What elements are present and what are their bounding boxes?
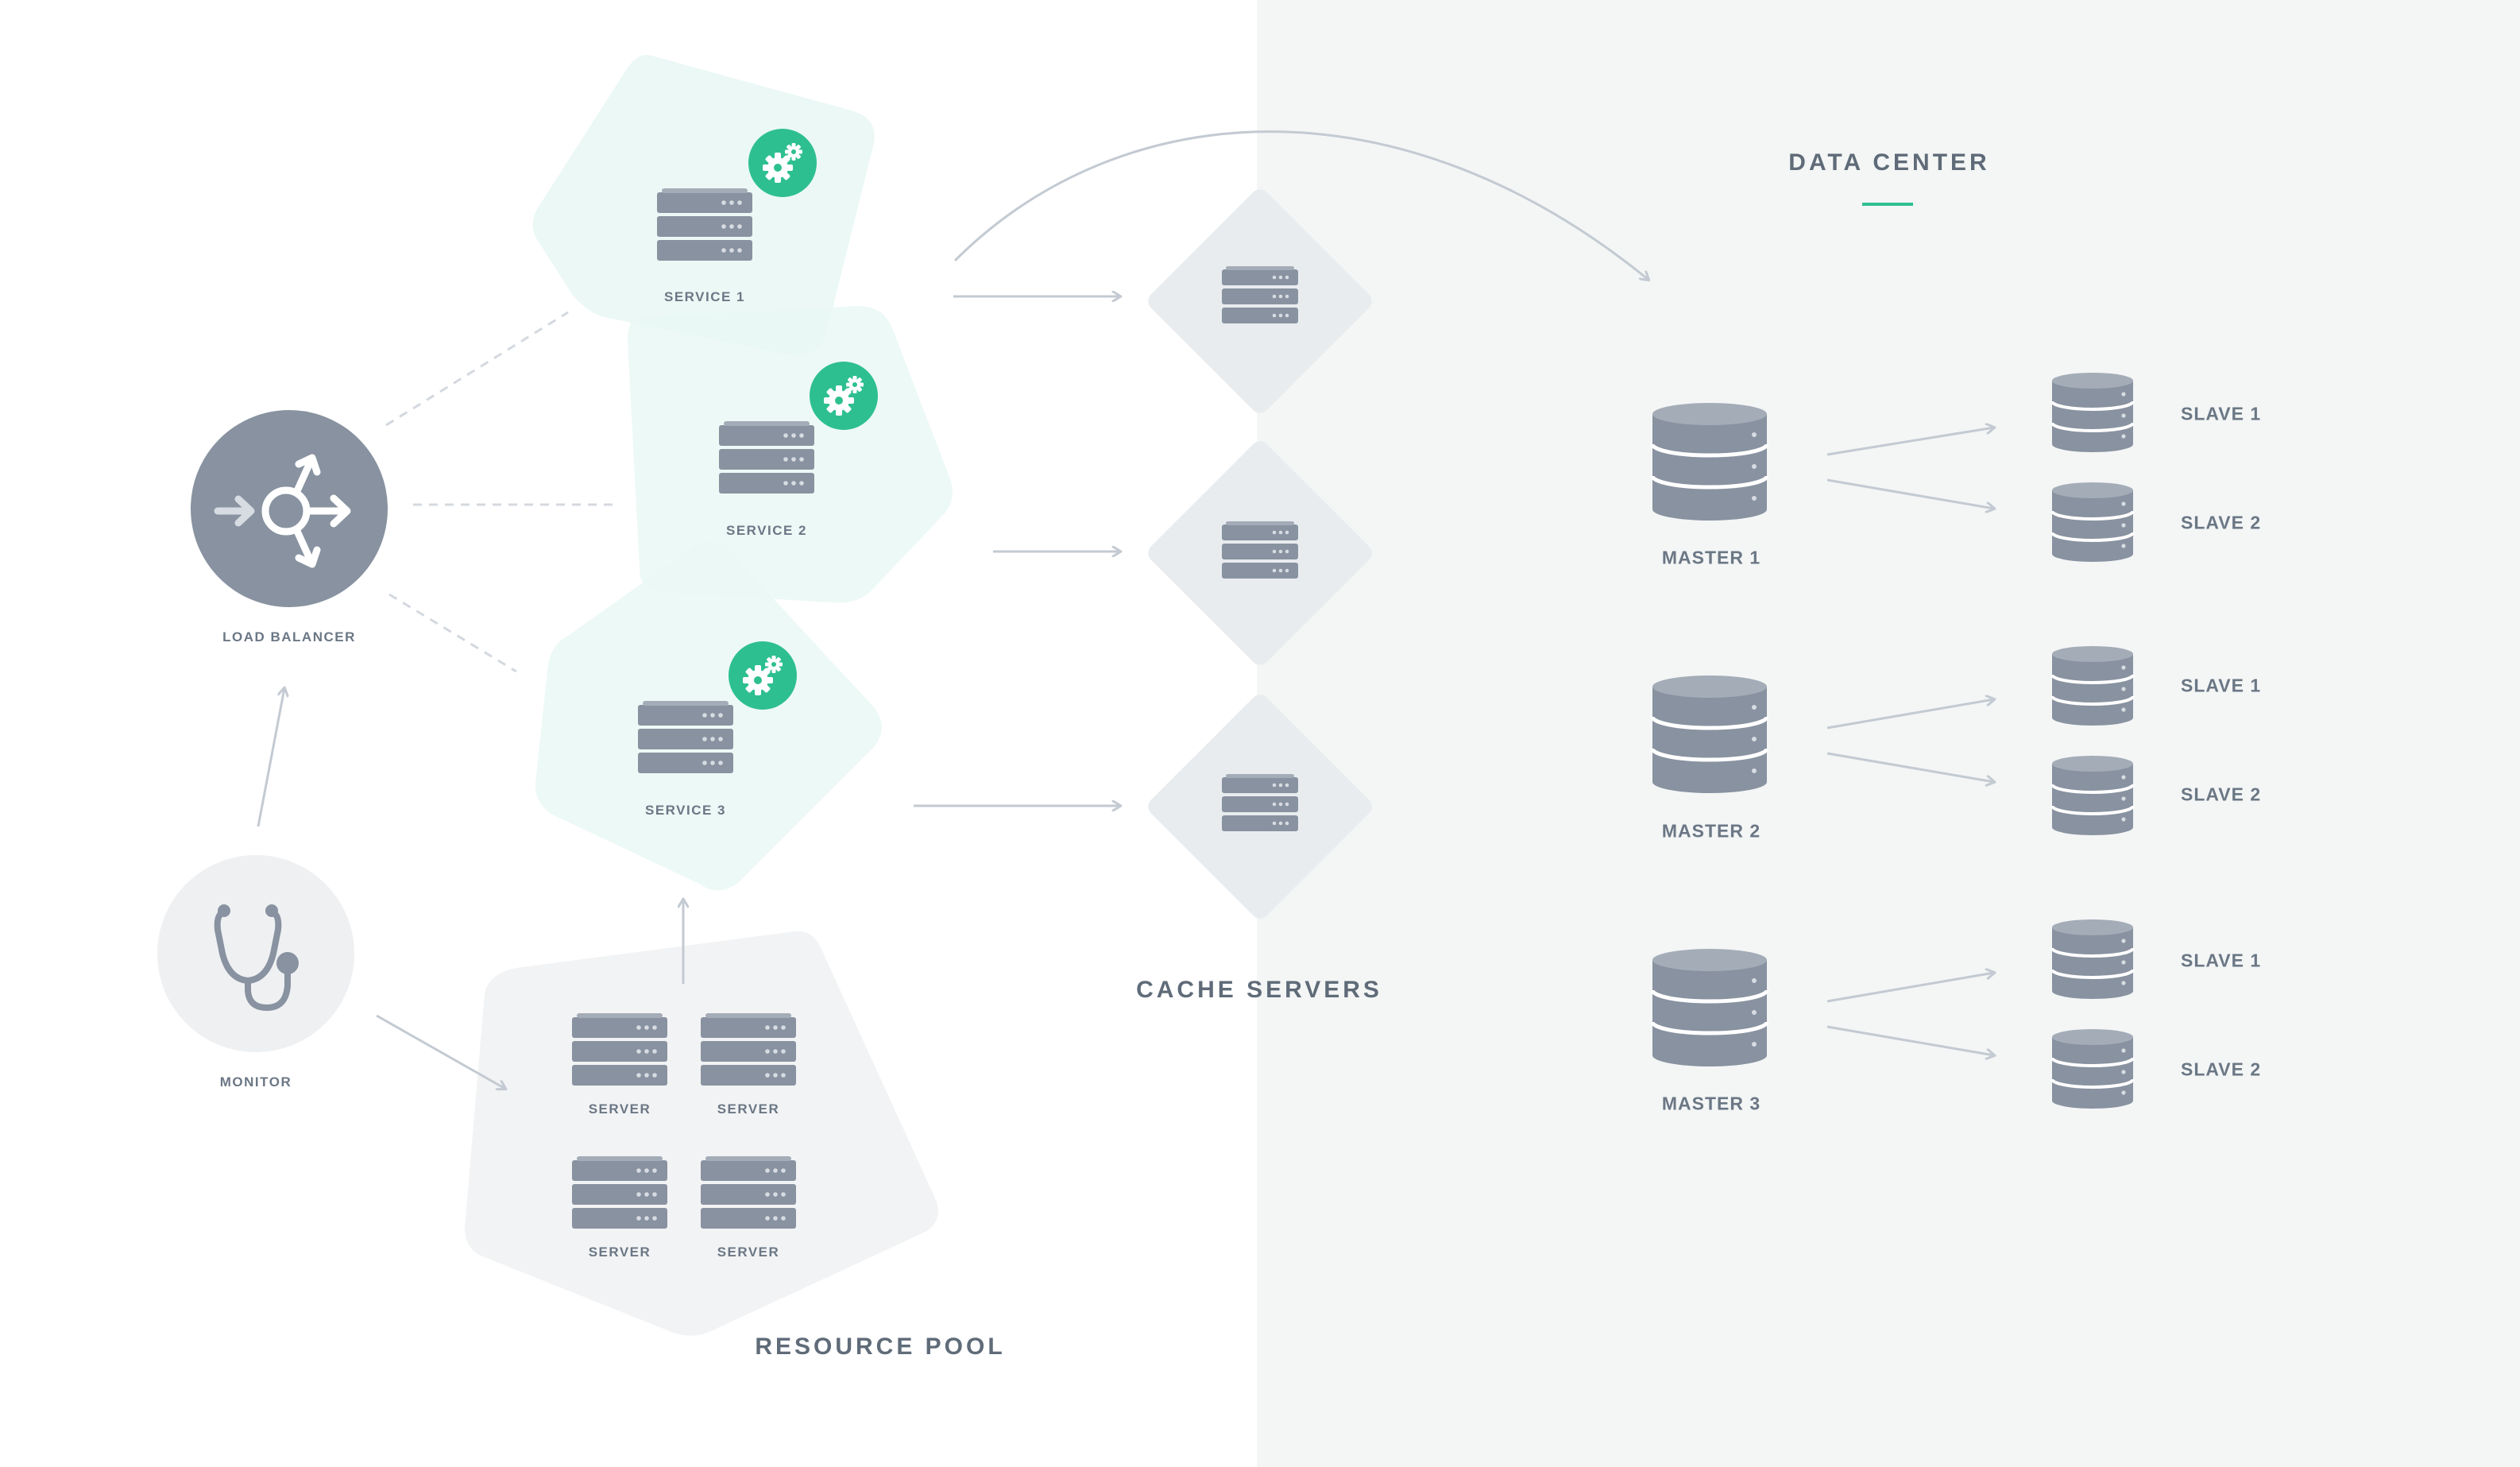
data-center-panel (1257, 0, 2520, 1467)
master-3-slave-1-database-icon[interactable] (2050, 918, 2135, 1001)
monitor-node[interactable] (157, 855, 354, 1052)
service-1-label: SERVICE 1 (663, 289, 746, 304)
master-2-slave-1-database-icon[interactable] (2050, 644, 2135, 727)
service-3-gears-icon (729, 641, 797, 710)
pool-server-4-label: SERVER (717, 1244, 780, 1260)
master-1-slave-2-label: SLAVE 2 (2181, 512, 2262, 533)
arrow-monitor-to-pool (376, 1014, 505, 1089)
service-2-rack-icon (719, 421, 814, 494)
service-1-gears-icon (748, 129, 817, 197)
master-1-slave-1-label: SLAVE 1 (2181, 403, 2262, 424)
master-3-slave-2-label: SLAVE 2 (2181, 1059, 2262, 1080)
master-3-label: MASTER 3 (1661, 1093, 1761, 1114)
arrow-master-1-to-slave-2 (1826, 478, 1994, 509)
load-balancer-label: LOAD BALANCER (222, 629, 356, 644)
arrow-master-2-to-slave-1 (1826, 699, 1994, 730)
pool-server-1-label: SERVER (588, 1101, 651, 1117)
lb-service-links (385, 311, 616, 673)
arrow-master-3-to-slave-1 (1826, 973, 1994, 1003)
data-center-title: DATA CENTER (1788, 149, 1990, 176)
pool-server-4-icon (701, 1156, 796, 1229)
cache-server-3[interactable] (1144, 691, 1375, 922)
data-center-underline (1862, 203, 1913, 206)
master-3-database-icon[interactable] (1652, 949, 1767, 1066)
service-3-label: SERVICE 3 (644, 803, 727, 818)
service-3-rack-icon (638, 701, 733, 773)
pool-server-3-icon (572, 1156, 667, 1229)
service-1-rack-icon (657, 188, 752, 261)
arrow-master-2-to-slave-2 (1826, 752, 1994, 782)
pool-server-2-label: SERVER (717, 1101, 780, 1117)
flow-arrows (257, 130, 1994, 1089)
cache-server-1[interactable] (1144, 185, 1375, 416)
stethoscope-icon (214, 904, 299, 1012)
master-2-slave-2-database-icon[interactable] (2050, 754, 2135, 837)
resource-pool-area (465, 931, 939, 1336)
master-2-slave-2-label: SLAVE 2 (2181, 784, 2262, 805)
arrow-service-1-to-data-center (953, 130, 1648, 280)
load-balancer-node[interactable] (191, 410, 388, 607)
master-2-database-icon[interactable] (1652, 675, 1767, 793)
pool-server-2-icon (701, 1013, 796, 1086)
master-1-slave-2-database-icon[interactable] (2050, 481, 2135, 563)
arrow-master-3-to-slave-2 (1826, 1025, 1994, 1055)
service-2-gears-icon (810, 362, 878, 430)
master-1-slave-1-database-icon[interactable] (2050, 371, 2135, 454)
master-3-slave-1-label: SLAVE 1 (2181, 950, 2262, 971)
resource-pool-title: RESOURCE POOL (755, 1333, 1006, 1360)
master-1-label: MASTER 1 (1661, 547, 1761, 568)
arrow-monitor-to-lb (257, 688, 284, 827)
master-2-label: MASTER 2 (1661, 820, 1761, 842)
master-3-slave-2-database-icon[interactable] (2050, 1028, 2135, 1110)
cache-servers-title: CACHE SERVERS (1136, 977, 1382, 1003)
pool-server-3-label: SERVER (588, 1244, 651, 1260)
master-2-slave-1-label: SLAVE 1 (2181, 675, 2262, 696)
cache-server-2[interactable] (1144, 437, 1375, 668)
master-1-database-icon[interactable] (1652, 403, 1767, 521)
pool-server-1-icon (572, 1013, 667, 1086)
service-2-label: SERVICE 2 (725, 523, 808, 538)
monitor-label: MONITOR (219, 1074, 292, 1090)
arrow-master-1-to-slave-1 (1826, 428, 1994, 456)
split-arrows-icon (214, 454, 351, 568)
